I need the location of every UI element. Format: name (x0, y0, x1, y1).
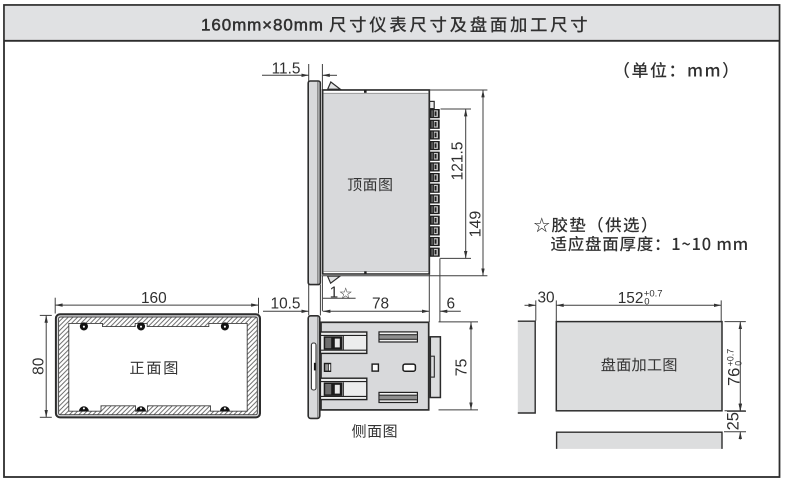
svg-text:0: 0 (644, 297, 649, 308)
svg-text:6: 6 (447, 296, 456, 313)
svg-text:0: 0 (734, 361, 744, 366)
svg-text:30: 30 (537, 290, 554, 307)
svg-text:75: 75 (454, 359, 471, 377)
svg-text:25: 25 (725, 412, 743, 430)
svg-text:160mm×80mm: 160mm×80mm (201, 16, 324, 35)
svg-text:160: 160 (141, 290, 167, 307)
svg-text:1: 1 (330, 285, 339, 302)
svg-text:152: 152 (618, 290, 644, 307)
svg-text:149: 149 (468, 211, 485, 238)
svg-text:80: 80 (31, 358, 48, 375)
svg-text:78: 78 (372, 296, 389, 313)
svg-text:121.5: 121.5 (449, 142, 466, 181)
svg-text:+0.7: +0.7 (725, 349, 735, 366)
svg-text:+0.7: +0.7 (644, 288, 663, 299)
svg-text:10.5: 10.5 (271, 296, 301, 313)
svg-text:11.5: 11.5 (272, 60, 301, 77)
svg-text:76: 76 (725, 368, 743, 386)
